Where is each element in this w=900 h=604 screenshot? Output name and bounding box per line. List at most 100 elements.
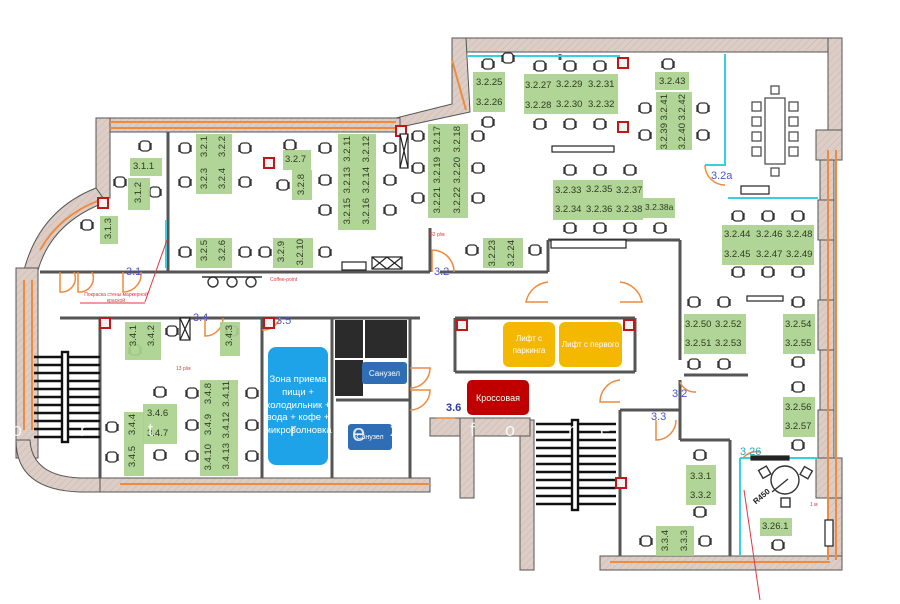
watermark-char: o — [12, 420, 23, 440]
chair-icon — [245, 450, 259, 462]
desk-label: 3.1.1 — [133, 161, 155, 172]
desk-label: 3.4.7 — [147, 428, 169, 439]
chair-icon — [731, 210, 745, 222]
desk-label: 3.2.55 — [785, 338, 812, 349]
desk-label: 3.2.16 — [361, 198, 372, 225]
desk-block — [553, 180, 643, 220]
desk-block — [128, 178, 150, 210]
lift-first-label: Лифт с первого — [561, 339, 620, 349]
chair-icon — [761, 210, 775, 222]
desk-label: 3.3.2 — [690, 490, 712, 501]
desk-label: 3.2.56 — [785, 402, 812, 413]
chair-icon — [318, 174, 332, 186]
desk-label: 3.2.57 — [785, 421, 812, 432]
chair-icon — [687, 296, 701, 308]
desk-block — [483, 238, 523, 268]
watermark-char: t — [148, 420, 154, 440]
desk-label: 3.2.41 — [659, 94, 670, 121]
watermark-char: e — [352, 420, 366, 447]
chair-icon — [791, 381, 805, 393]
desk-label: 3.2.48 — [786, 229, 813, 240]
desk-label: 3.2.52 — [715, 319, 742, 330]
chair-icon — [791, 296, 805, 308]
desk-block — [473, 72, 505, 112]
chair-icon — [501, 52, 515, 64]
chair-icon — [687, 358, 701, 370]
chair-icon — [113, 176, 127, 188]
desk-block — [686, 465, 716, 505]
chair-icon — [383, 142, 397, 154]
desk-block — [783, 397, 815, 437]
desk-block — [292, 170, 312, 200]
desk-label: 3.2.10 — [295, 239, 306, 266]
wc-1: Санузел — [362, 362, 407, 384]
desk-label: 3.26.1 — [762, 521, 789, 532]
desk-label: 3.2.23 — [487, 240, 498, 267]
desk-label: 3.1.3 — [103, 218, 114, 240]
desk-block — [643, 198, 675, 218]
desk-label: 3.2.14 — [361, 167, 372, 194]
chair-icon — [471, 130, 485, 142]
wall-paint-note: Покраска стены маркерной краской — [84, 292, 148, 304]
server-room: Кроссовая — [467, 380, 529, 415]
chair-icon — [471, 192, 485, 204]
desk-label: 3.2.42 — [677, 94, 688, 121]
chair-icon — [638, 102, 652, 114]
wc-1-label: Санузел — [368, 368, 401, 378]
chair-icon — [638, 129, 652, 141]
desk-label: 3.2.27 — [525, 80, 552, 91]
coffee-point-note: Coffee-point — [270, 277, 298, 283]
desk-label: 3.2.37 — [616, 185, 643, 196]
desk-label: 3.2.4 — [217, 168, 228, 190]
desk-block — [143, 404, 177, 444]
desk-label: 3.2.47 — [756, 249, 783, 260]
inner-walls — [40, 54, 748, 556]
desk-label: 3.2.54 — [785, 319, 812, 330]
desk-label: 3.3.1 — [690, 471, 712, 482]
round-table — [757, 465, 814, 508]
desk-block — [656, 92, 692, 150]
desk-label: 3.2.13 — [342, 167, 353, 194]
desk-label: 3.2.21 — [432, 187, 443, 214]
stairs-center — [536, 418, 616, 512]
desk-block — [130, 158, 162, 176]
chair-icon — [318, 204, 332, 216]
desk-label: 3.2.44 — [724, 229, 751, 240]
chair-icon — [481, 116, 495, 128]
desk-label: 3.2.8 — [296, 174, 307, 196]
chair-icon — [661, 58, 675, 70]
desk-label: 3.1.2 — [133, 182, 144, 204]
desk-label: 3.2.51 — [685, 338, 712, 349]
chair-icon — [771, 539, 785, 551]
desk-label: 3.2.28 — [525, 100, 552, 111]
chair-icon — [533, 118, 547, 130]
desk-block — [100, 216, 118, 244]
wc-2: Санузел — [348, 424, 392, 450]
area-62-note: 62 р/м — [430, 232, 445, 238]
desk-label: 3.2.3 — [199, 168, 210, 190]
desk-label: 3.2.53 — [715, 338, 742, 349]
chair-icon — [318, 142, 332, 154]
desk-label: 3.4.11 — [221, 381, 232, 407]
desk-label: 3.4.8 — [203, 383, 214, 405]
chair-icon — [563, 60, 577, 72]
chair-icon — [698, 535, 712, 547]
food-zone-label: Зона приема пищи + холодильник + вода + … — [264, 373, 332, 437]
chair-icon — [696, 102, 710, 114]
chair-icon — [791, 266, 805, 278]
desk-label: 3.2.7 — [285, 154, 307, 165]
chair-icon — [639, 535, 653, 547]
door-label: 3.2 — [672, 388, 688, 400]
chair-icon — [791, 356, 805, 368]
area-1-note: 1 м — [810, 502, 818, 508]
chair-icon — [717, 358, 731, 370]
food-zone: Зона приема пищи + холодильник + вода + … — [264, 347, 332, 465]
desk-label: 3.4.6 — [147, 408, 169, 419]
desk-label: 3.2.24 — [506, 240, 517, 267]
chair-icon — [318, 246, 332, 258]
chair-icon — [185, 419, 199, 431]
door-label: 3.3 — [651, 411, 667, 423]
chair-icon — [563, 118, 577, 130]
desk-label: 3.4.2 — [146, 325, 157, 347]
